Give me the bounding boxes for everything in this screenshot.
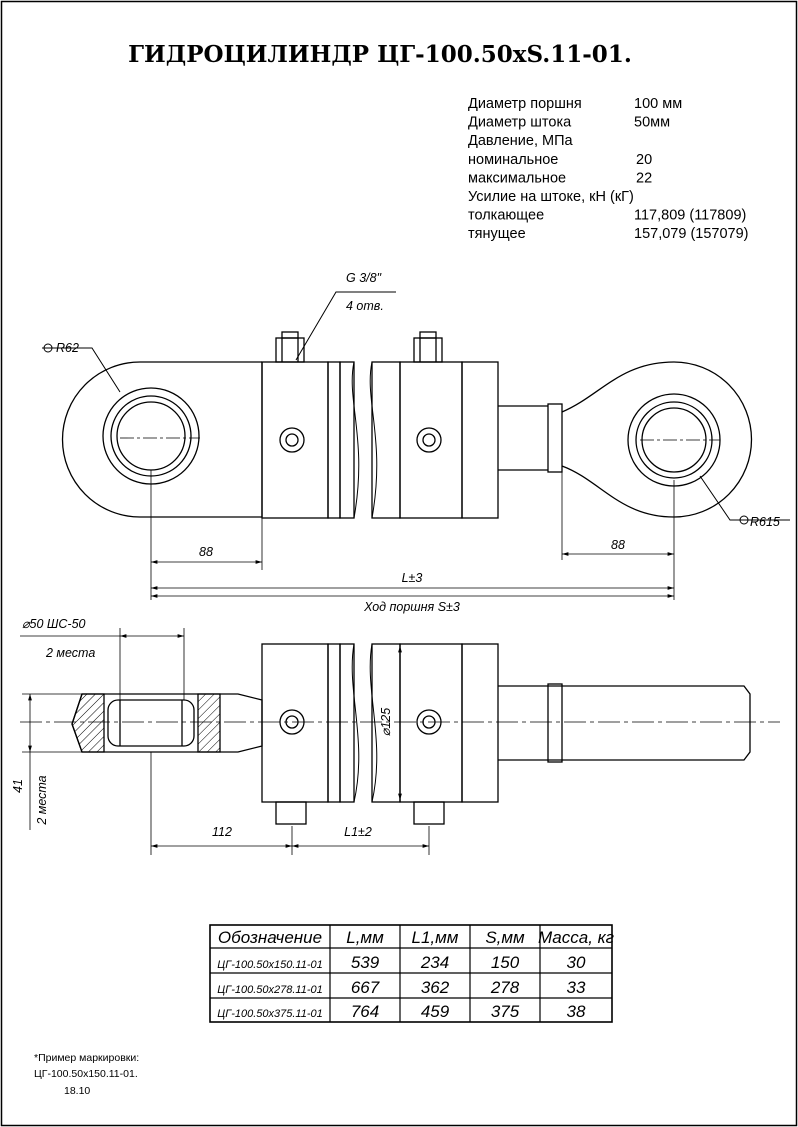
drawing-title: ГИДРОЦИЛИНДР ЦГ-100.50хS.11-01. xyxy=(128,41,632,68)
table-cell: 278 xyxy=(490,978,520,997)
radius-left-label: R62 xyxy=(56,341,79,355)
dim-41-label: 41 xyxy=(11,779,25,793)
table-cell: 375 xyxy=(491,1002,520,1021)
right-eye-outline xyxy=(561,361,753,518)
spec-label: Усилие на штоке, кН (кГ) xyxy=(468,189,634,205)
spec-label: Диаметр штока xyxy=(468,115,572,131)
table-cell: 764 xyxy=(351,1002,379,1021)
marking-note-title: *Пример маркировки: xyxy=(34,1052,139,1064)
port-leader xyxy=(295,291,396,361)
dim-41-count-label: 2 места xyxy=(35,775,49,825)
side-body-right xyxy=(399,643,463,803)
side-body-left xyxy=(261,643,329,803)
table-cell: 30 xyxy=(567,953,586,972)
port-hole-right xyxy=(416,427,442,453)
top-view xyxy=(42,291,790,600)
dim-88-right-label: 88 xyxy=(611,538,625,552)
spec-label: толкающее xyxy=(468,208,544,224)
spec-value: 100 мм xyxy=(634,96,682,112)
marking-note-code: ЦГ-100.50х150.11-01. xyxy=(34,1068,138,1080)
table-header: L,мм xyxy=(346,928,384,947)
table-cell: 667 xyxy=(351,978,380,997)
bearing-count-label: 2 места xyxy=(45,646,95,660)
spec-value: 117,809 (117809) xyxy=(634,208,746,224)
spec-value: 50мм xyxy=(634,115,670,131)
dim-d125-label: ⌀125 xyxy=(379,708,393,736)
table-header: S,мм xyxy=(485,928,525,947)
marking-note-date: 18.10 xyxy=(64,1085,90,1097)
spec-value: 157,079 (157079) xyxy=(634,226,749,242)
table-cell: ЦГ-100.50х150.11-01 xyxy=(217,959,323,971)
left-eye-ring-mid xyxy=(110,395,192,477)
table-cell: 234 xyxy=(420,953,449,972)
table-header: Обозначение xyxy=(218,928,322,947)
table-cell: ЦГ-100.50х278.11-01 xyxy=(217,984,323,996)
dim-112-label: 112 xyxy=(212,825,232,839)
spec-label: тянущее xyxy=(468,226,526,242)
bearing-hatch-left xyxy=(71,693,105,753)
side-port-left xyxy=(275,801,307,825)
side-rod xyxy=(498,685,751,761)
break-line-right xyxy=(369,361,378,519)
table-cell: ЦГ-100.50х375.11-01 xyxy=(217,1008,323,1020)
dim-stroke-label: Ход поршня S±3 xyxy=(363,600,460,614)
spec-value: 20 xyxy=(636,152,652,168)
table-cell: 38 xyxy=(567,1002,586,1021)
side-view xyxy=(20,628,780,855)
left-eye-outline xyxy=(61,361,262,518)
bearing-ball xyxy=(107,699,195,747)
variants-table: Обозначение L,мм L1,мм S,мм Масса, кг ЦГ-100.… xyxy=(209,924,614,1023)
port-fitting-left xyxy=(275,337,305,363)
left-eye-ring-inner xyxy=(116,401,186,471)
table-cell: 362 xyxy=(421,978,450,997)
r62-leader xyxy=(42,347,121,393)
bearing-hatch-right xyxy=(197,693,221,753)
dim-l1-label: L1±2 xyxy=(344,825,372,839)
cylinder-body-left xyxy=(261,361,329,519)
dim-88-left-label: 88 xyxy=(199,545,213,559)
table-header: L1,мм xyxy=(412,928,459,947)
table-cell: 33 xyxy=(567,978,586,997)
spec-label: максимальное xyxy=(468,170,566,186)
spec-block: Диаметр поршня 100 мм Диаметр штока 50ммДав… xyxy=(468,96,749,242)
table-header: Масса, кг xyxy=(538,928,614,947)
port-count-label: 4 отв. xyxy=(346,299,384,313)
port-thread-label: G 3/8" xyxy=(346,271,382,285)
radius-right-label: R615 xyxy=(750,515,780,529)
dim-l-label: L±3 xyxy=(402,571,423,585)
cylinder-body-right xyxy=(399,361,463,519)
table-cell: 539 xyxy=(351,953,380,972)
bearing-label: ⌀50 ШС-50 xyxy=(22,617,86,631)
side-port-right xyxy=(413,801,445,825)
table-cell: 459 xyxy=(421,1002,450,1021)
break-line-left xyxy=(351,361,360,519)
spec-label: Диаметр поршня xyxy=(468,96,582,112)
spec-value: 22 xyxy=(636,170,652,186)
table-cell: 150 xyxy=(491,953,520,972)
port-hole-left xyxy=(279,427,305,453)
spec-label: Давление, МПа xyxy=(468,133,574,149)
port-fitting-right xyxy=(413,337,443,363)
r615-leader xyxy=(699,475,790,521)
spec-label: номинальное xyxy=(468,152,558,168)
